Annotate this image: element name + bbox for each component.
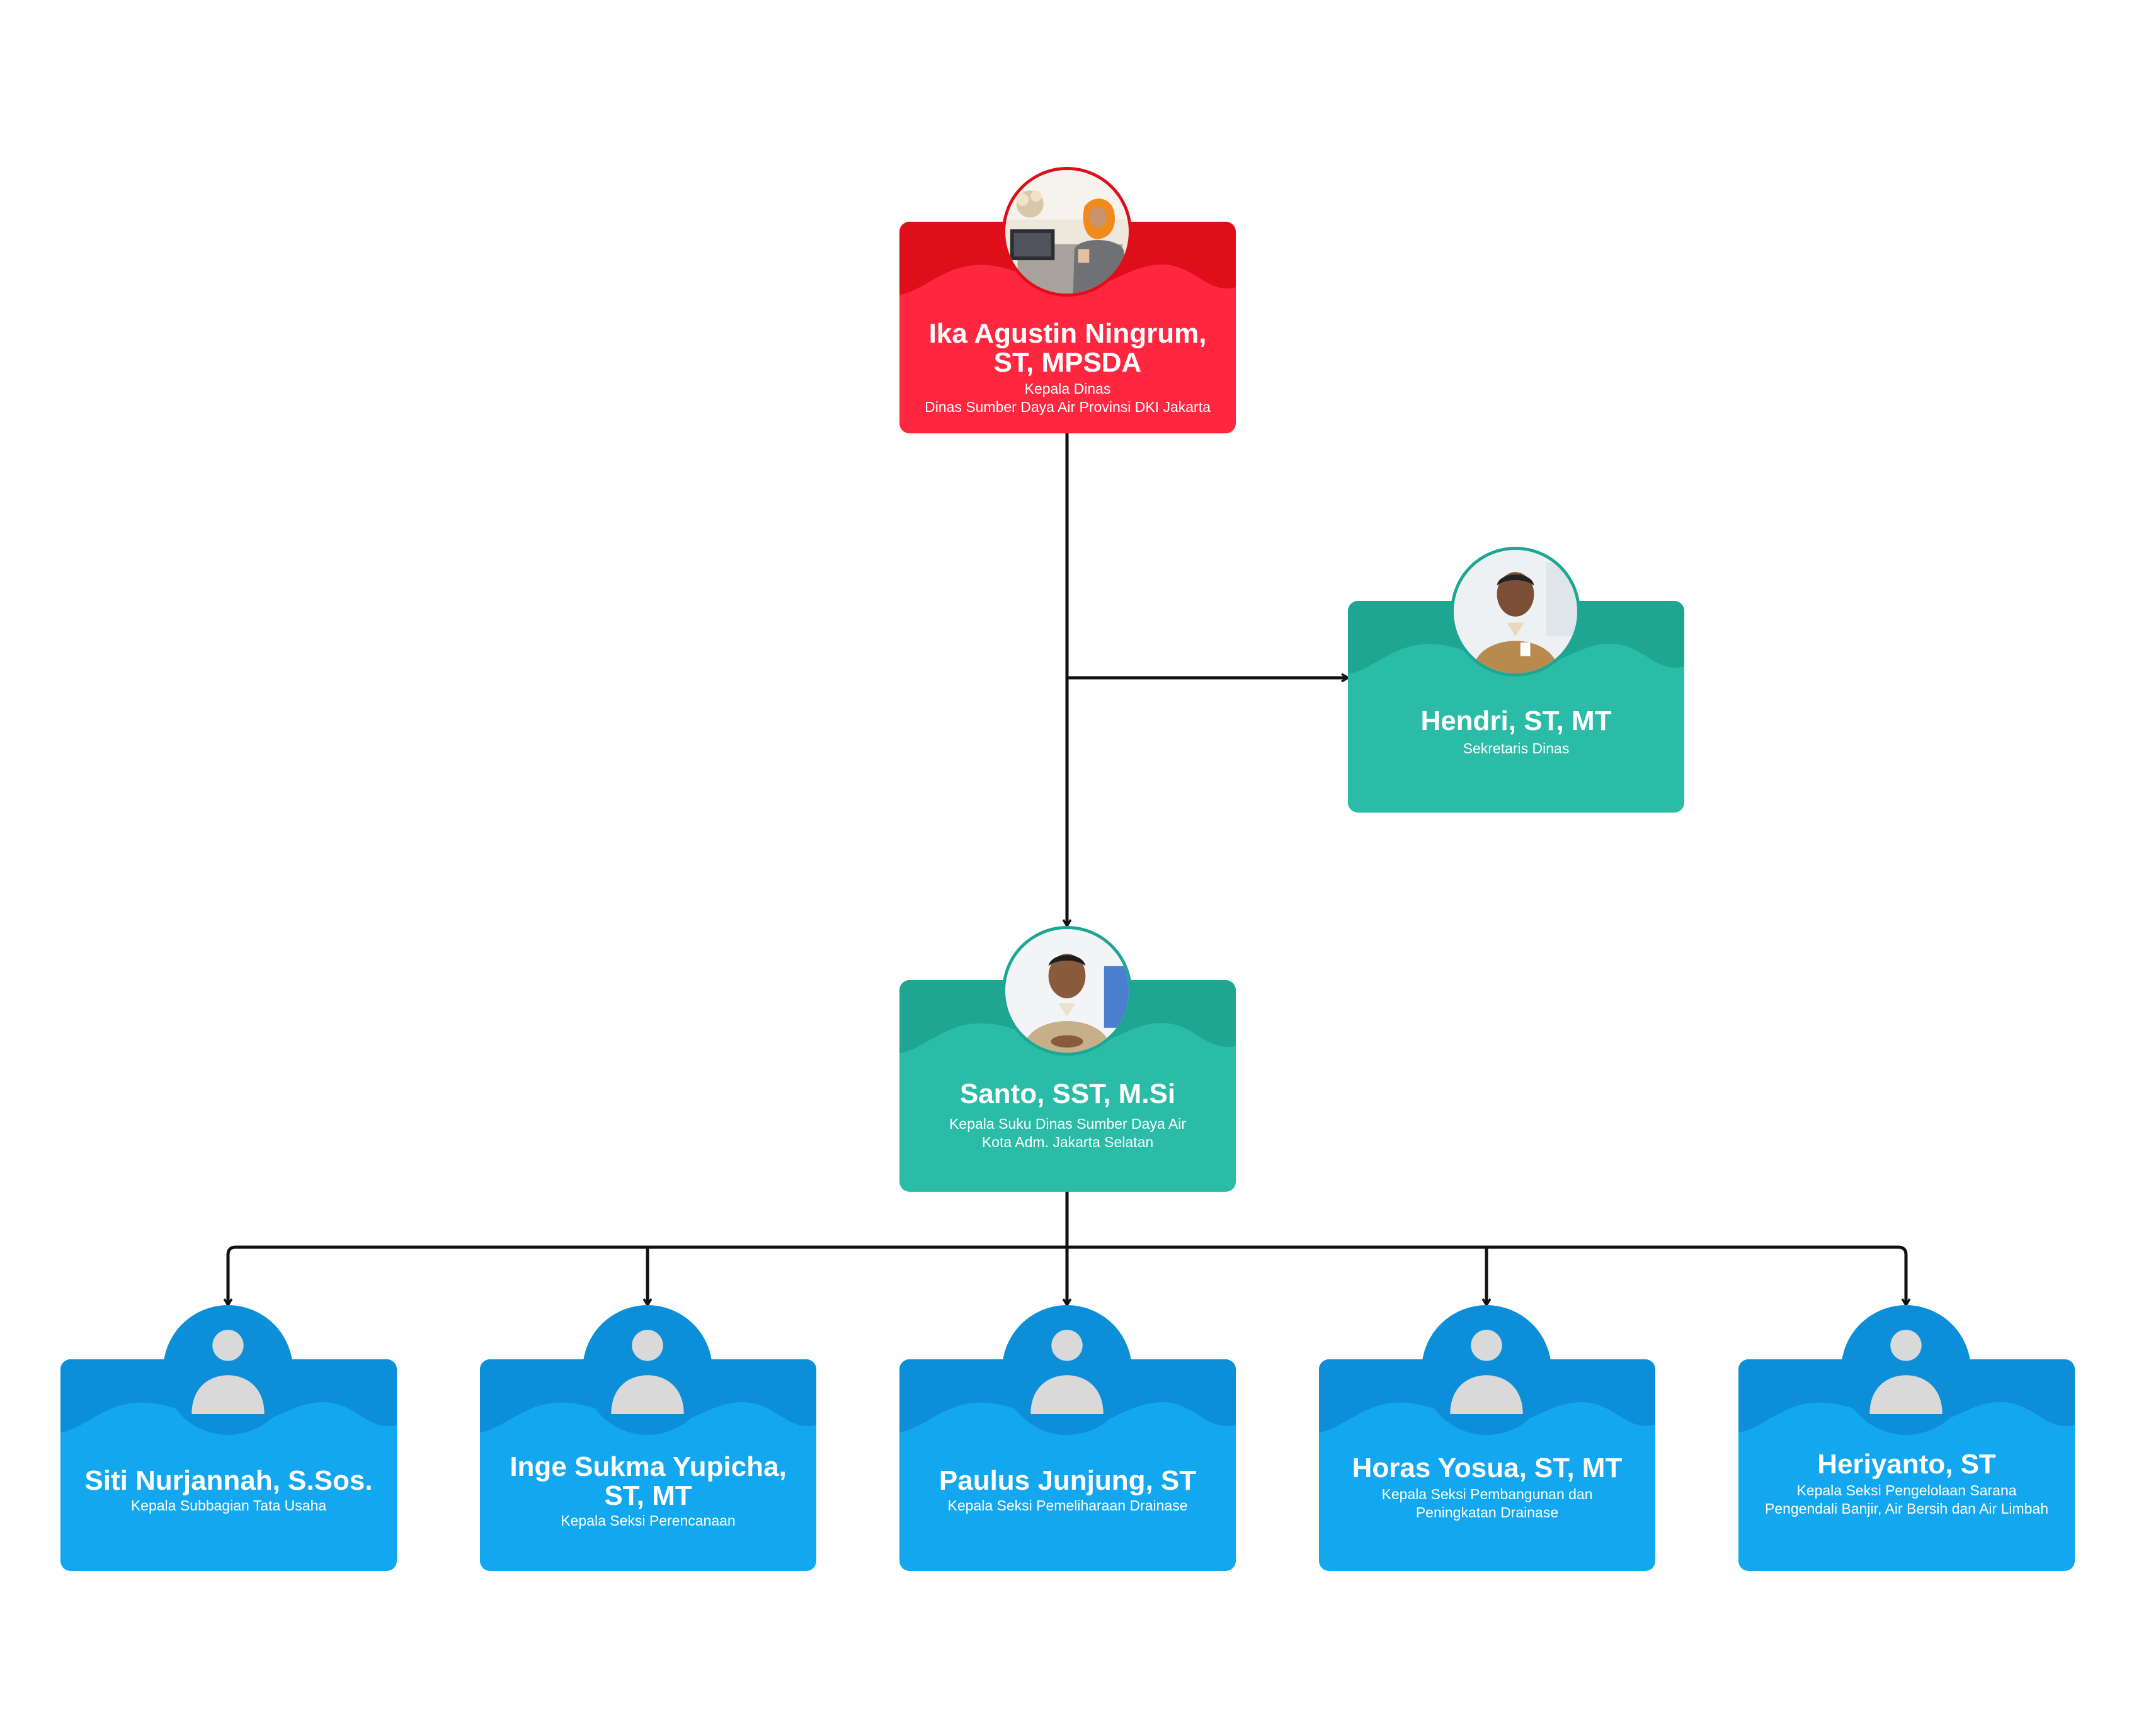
node-staff-4-avatar: [1422, 1305, 1551, 1435]
node-staff-2-name: Inge Sukma Yupicha, ST, MT: [510, 1451, 787, 1511]
node-secretary-name: Hendri, ST, MT: [1420, 705, 1612, 736]
person-placeholder-icon: [632, 1330, 663, 1361]
node-head-title: Kepala Dinas Dinas Sumber Daya Air Provi…: [899, 380, 1236, 416]
node-secretary-photo: [1451, 547, 1580, 677]
node-head-name: Ika Agustin Ningrum, ST, MPSDA: [928, 318, 1207, 378]
node-staff-5-title-line2: Pengendali Banjir, Air Bersih dan Air Li…: [1764, 1500, 2049, 1517]
node-staff-1-name: Siti Nurjannah, S.Sos.: [84, 1465, 373, 1496]
person-placeholder-icon: [1471, 1330, 1502, 1361]
node-staff-5[interactable]: Heriyanto, ST Kepala Seksi Pengelolaan S…: [1738, 1359, 2075, 1571]
node-head-title-line2: Dinas Sumber Daya Air Provinsi DKI Jakar…: [925, 399, 1211, 415]
node-staff-2-title: Kepala Seksi Perencanaan: [561, 1512, 736, 1529]
node-head-photo: [1002, 167, 1132, 297]
node-staff-4-title-line2: Peningkatan Drainase: [1415, 1504, 1559, 1521]
node-staff-5-avatar: [1841, 1305, 1971, 1435]
node-secretary-title: Sekretaris Dinas: [1463, 740, 1570, 757]
person-placeholder-icon: [212, 1330, 244, 1361]
node-sudin-head-title-line2: Kota Adm. Jakarta Selatan: [981, 1134, 1154, 1150]
node-staff-4-title: Kepala Seksi Pembangunan dan Peningkatan…: [1319, 1485, 1655, 1522]
node-staff-3-avatar: [1002, 1305, 1132, 1435]
node-sudin-head-name: Santo, SST, M.Si: [959, 1078, 1176, 1109]
node-sudin-head-photo: [1002, 926, 1132, 1056]
node-staff-5-name: Heriyanto, ST: [1817, 1449, 1996, 1480]
person-placeholder-icon: [1051, 1330, 1083, 1361]
node-staff-4-name: Horas Yosua, ST, MT: [1352, 1453, 1623, 1483]
node-staff-4-title-line1: Kepala Seksi Pembangunan dan: [1381, 1486, 1593, 1502]
node-staff-5-title: Kepala Seksi Pengelolaan Sarana Pengenda…: [1738, 1482, 2075, 1518]
node-staff-5-title-line1: Kepala Seksi Pengelolaan Sarana: [1796, 1482, 2017, 1499]
person-placeholder-icon: [1890, 1330, 1922, 1361]
node-staff-2-avatar: [583, 1305, 712, 1435]
node-staff-3-name: Paulus Junjung, ST: [939, 1465, 1197, 1496]
connector-horizontal-bus: [226, 1245, 1908, 1255]
node-sudin-head-title-line1: Kepala Suku Dinas Sumber Daya Air: [949, 1116, 1186, 1132]
node-sudin-head-title: Kepala Suku Dinas Sumber Daya Air Kota A…: [899, 1115, 1236, 1151]
node-staff-1-title: Kepala Subbagian Tata Usaha: [130, 1497, 327, 1514]
node-head-title-line1: Kepala Dinas: [1024, 380, 1111, 397]
node-staff-3-title: Kepala Seksi Pemeliharaan Drainase: [947, 1497, 1188, 1514]
node-staff-1-avatar: [163, 1305, 293, 1435]
